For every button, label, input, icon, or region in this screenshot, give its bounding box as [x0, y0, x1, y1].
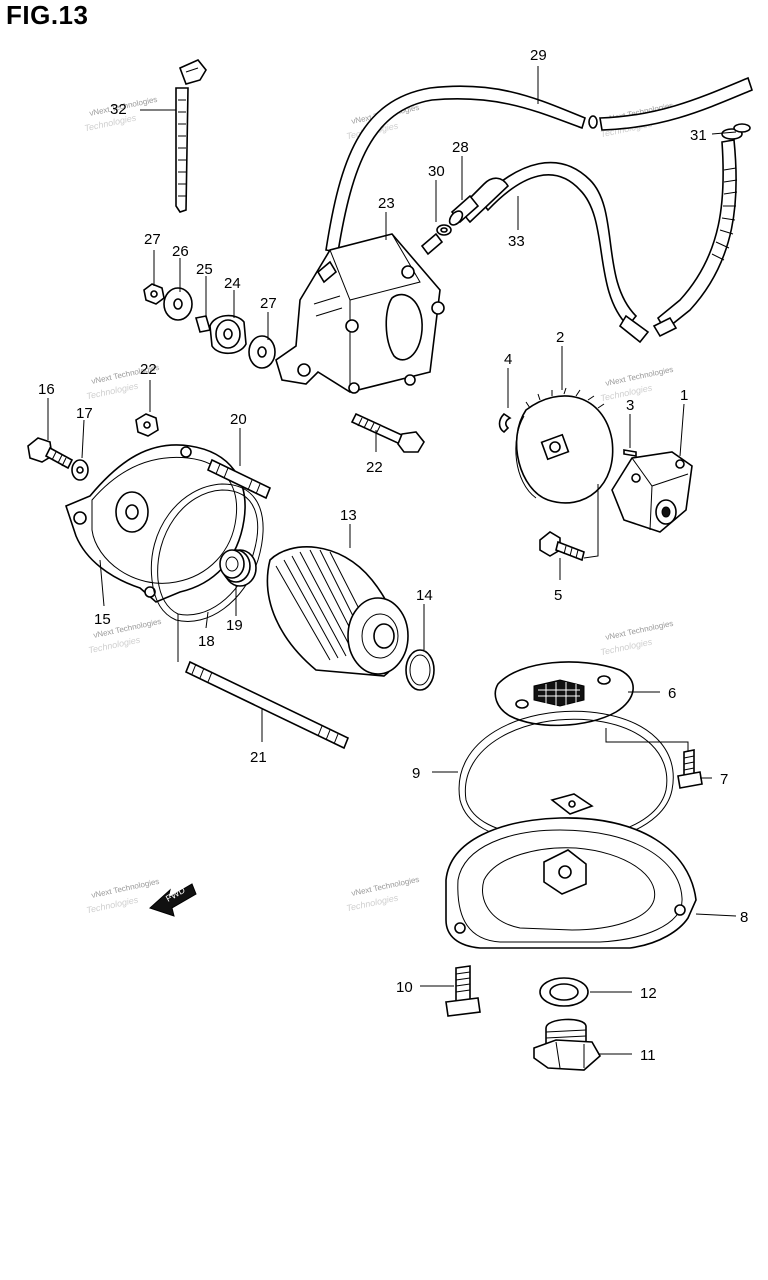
part-18-o-ring	[150, 483, 264, 622]
leader-lines	[47, 66, 737, 1055]
callout-21: 21	[250, 749, 267, 766]
part-21-long-stud	[184, 660, 350, 750]
part-20-stud	[206, 458, 272, 500]
callout-33: 33	[508, 233, 525, 250]
hoses	[325, 76, 753, 344]
callout-31: 31	[690, 127, 707, 144]
callout-18: 18	[198, 633, 215, 650]
callout-4: 4	[504, 351, 512, 368]
part-7-bolt	[677, 749, 703, 789]
callout-12: 12	[640, 985, 657, 1002]
callout-15: 15	[94, 611, 111, 628]
callout-22: 22	[140, 361, 157, 378]
figure-title: FIG.13	[6, 0, 89, 30]
callout-6: 6	[668, 685, 676, 702]
part-23-fuel-pump	[275, 232, 445, 394]
part-8-oil-pan	[445, 793, 697, 949]
watermark: vNext Technologies Technologies	[345, 875, 420, 914]
callout-8: 8	[740, 909, 748, 926]
callout-32: 32	[110, 101, 127, 118]
callout-1: 1	[680, 387, 688, 404]
part-1-oil-pump	[611, 451, 693, 533]
callout-28: 27	[144, 231, 161, 248]
callout-11: 11	[640, 1047, 656, 1064]
callout-17: 17	[76, 405, 93, 422]
part-10-bolt	[445, 965, 481, 1017]
fwd-arrow: FWD	[149, 883, 197, 917]
callout-14: 14	[416, 587, 433, 604]
callout-labels: 29 31 28 30 33 23 32 27 26 25 24 27 22 2…	[38, 47, 748, 1064]
callout-10: 10	[396, 979, 413, 996]
callout-2: 2	[556, 329, 564, 346]
part-14-o-ring	[405, 649, 435, 691]
callout-25: 24	[224, 275, 241, 292]
callout-29: 28	[452, 139, 469, 156]
part-11-drain-plug	[533, 1018, 602, 1071]
callout-16: 16	[38, 381, 55, 398]
callout-30: 29	[530, 47, 547, 64]
part-15-filter-cover	[65, 444, 246, 603]
callout-26: 25	[196, 261, 213, 278]
parts-16-17-22	[27, 413, 159, 481]
part-32-cable-tie	[175, 59, 207, 213]
callout-13: 13	[340, 507, 357, 524]
callout-19: 19	[226, 617, 243, 634]
part-2-gear	[498, 387, 637, 504]
callout-27: 27	[260, 295, 277, 312]
part-12-washer	[539, 977, 589, 1007]
parts-25-28-washers	[143, 283, 276, 369]
part-13-oil-filter	[266, 546, 409, 677]
callout-7: 7	[720, 771, 728, 788]
watermark: vNext Technologies Technologies	[85, 877, 160, 916]
watermark: vNext Technologies Technologies	[599, 619, 674, 658]
callout-20: 20	[230, 411, 247, 428]
callout-24: 22	[366, 459, 383, 476]
callout-27: 26	[172, 243, 189, 260]
callout-3: 3	[626, 397, 634, 414]
part-24-bolt	[350, 412, 425, 453]
part-19-spring	[219, 549, 257, 587]
watermark: vNext Technologies Technologies	[599, 365, 674, 404]
callout-31: 30	[428, 163, 445, 180]
part-6-strainer	[494, 661, 634, 727]
part-5-bolt	[539, 531, 585, 562]
callout-9: 9	[412, 765, 420, 782]
callout-23: 23	[378, 195, 395, 212]
callout-5: 5	[554, 587, 562, 604]
